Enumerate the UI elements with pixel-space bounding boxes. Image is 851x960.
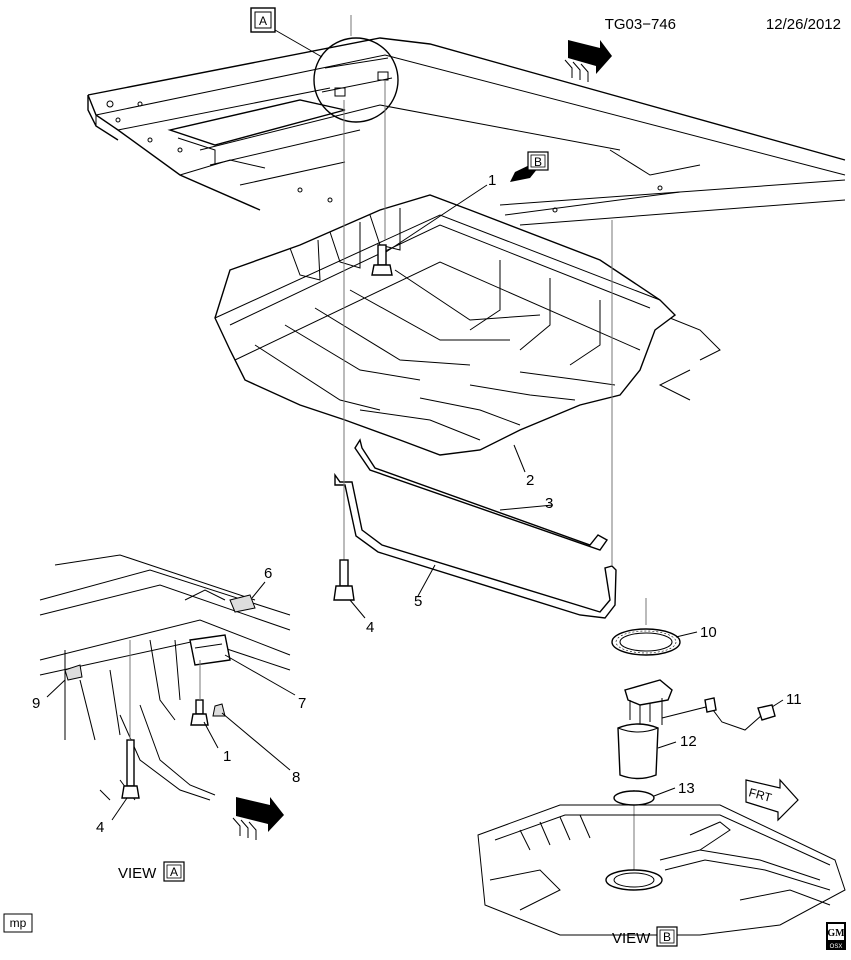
vehicle-frame [87,37,846,401]
callout-1-main: 1 [488,172,496,189]
callout-5: 5 [414,593,422,610]
svg-text:FRT: FRT [237,801,264,821]
view-a-detail-circle [313,37,399,123]
strap-bolt [333,559,366,619]
fuel-tank [214,194,677,456]
svg-text:FRT: FRT [570,43,597,63]
callout-4-main: 4 [366,619,374,636]
view-a-caption: VIEW A [118,861,185,882]
callout-11: 11 [786,691,802,708]
callout-4-view: 4 [96,819,104,836]
callout-7: 7 [298,695,306,712]
svg-text:B: B [663,930,671,944]
callout-3: 3 [545,495,553,512]
callout-13: 13 [678,780,695,797]
drawing-id: TG03−746 [605,16,676,33]
callout-8: 8 [292,769,300,786]
front-direction-arrow-view-a: FRT [232,797,284,840]
svg-text:FRT: FRT [747,785,774,805]
callout-2: 2 [526,472,534,489]
view-b-caption: VIEW B [612,926,678,947]
fuel-tank-strap-inner [354,438,609,551]
svg-text:VIEW: VIEW [118,865,157,882]
view-a-reference-box: A [250,7,323,58]
svg-text:OSX: OSX [830,944,843,950]
svg-text:A: A [170,865,178,879]
svg-text:A: A [259,14,267,28]
drawing-date: 12/26/2012 [766,16,841,33]
svg-text:mp: mp [10,916,27,930]
view-b-arrow: B [510,151,549,182]
svg-text:GM: GM [827,928,845,939]
callout-12: 12 [680,733,697,750]
callout-9: 9 [32,695,40,712]
front-direction-arrow-view-b: FRT [745,778,799,822]
alignment-lines [343,15,613,565]
view-b-detail [477,598,846,936]
front-direction-arrow-top: FRT [564,40,612,82]
callout-10: 10 [700,624,717,641]
callout-1-view: 1 [223,748,231,765]
svg-text:VIEW: VIEW [612,930,651,947]
callout-6: 6 [264,565,272,582]
corner-tag: mp [3,913,33,933]
svg-text:B: B [534,155,542,169]
view-a-detail [39,554,296,821]
fuel-tank-strap-outer [334,472,617,619]
tank-bolt [371,184,488,276]
gm-logo: GM OSX [826,922,846,950]
